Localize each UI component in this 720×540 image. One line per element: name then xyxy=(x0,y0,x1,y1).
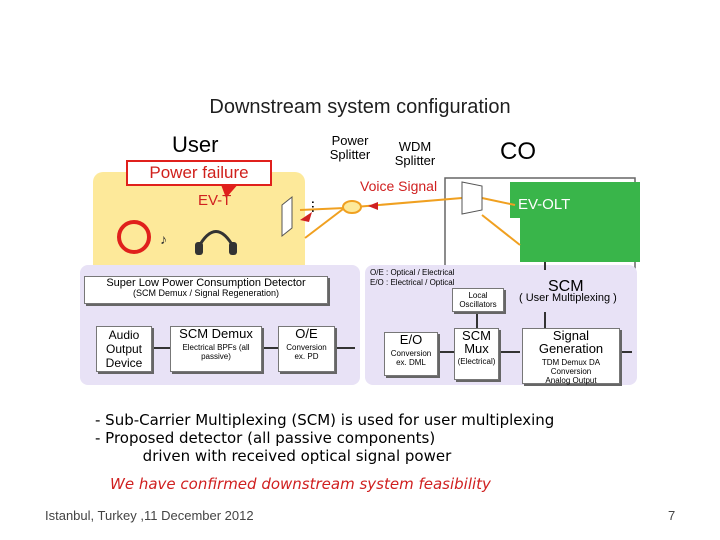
ev-olt-label: EV-OLT xyxy=(518,196,571,213)
fiber-user xyxy=(299,207,346,211)
detector-subtitle: (SCM Demux / Signal Regeneration) xyxy=(132,288,280,298)
page-number: 7 xyxy=(668,508,676,523)
bullet-1: - Sub-Carrier Multiplexing (SCM) is used… xyxy=(95,411,555,429)
callout-arrow-icon xyxy=(220,182,240,198)
audio-output-block: Audio Output Device xyxy=(96,326,152,372)
user-area xyxy=(93,172,305,280)
fiber-drop xyxy=(304,205,348,239)
legend-line-1: O/E : Optical / Electrical xyxy=(370,268,455,277)
scm-demux-block: SCM Demux Electrical BPFs (all passive) xyxy=(170,326,262,372)
footer-text: Istanbul, Turkey ,11 December 2012 xyxy=(45,508,254,523)
ev-t-label: EV-T xyxy=(198,192,232,209)
user-label: User xyxy=(172,132,219,157)
fiber-olt-2 xyxy=(481,214,521,246)
bullet-2: - Proposed detector (all passive compone… xyxy=(95,429,436,447)
legend: O/E : Optical / Electrical E/O : Electri… xyxy=(370,268,454,288)
ev-olt-block xyxy=(510,182,640,262)
conclusion-text: We have confirmed downstream system feas… xyxy=(110,475,491,493)
splitter-node xyxy=(342,200,362,214)
eo-block: E/O Conversion ex. DML xyxy=(384,332,438,376)
off-circle-icon xyxy=(117,220,151,254)
music-note-icon: ♪ xyxy=(160,231,167,247)
power-splitter-label: Power Splitter xyxy=(329,133,371,162)
scm-subtitle: ( User Multiplexing ) xyxy=(519,292,617,304)
diagram-title: Downstream system configuration xyxy=(209,96,511,118)
eo-sub: Conversion ex. DML xyxy=(390,349,432,367)
scm-demux-sub: Electrical BPFs (all passive) xyxy=(182,343,250,361)
local-osc-label: Local Oscillators xyxy=(459,291,497,309)
power-failure-callout: Power failure xyxy=(126,160,272,186)
fiber-olt xyxy=(481,197,516,206)
voice-signal-label: Voice Signal xyxy=(360,178,438,194)
ev-t-device-icon xyxy=(281,195,293,238)
local-osc-block: Local Oscillators xyxy=(452,288,504,312)
detector-title: Super Low Power Consumption Detector xyxy=(106,277,306,289)
audio-output-label: Audio Output Device xyxy=(105,328,143,370)
scm-demux-label: SCM Demux xyxy=(179,326,253,341)
bullet-list: - Sub-Carrier Multiplexing (SCM) is used… xyxy=(95,411,554,465)
legend-line-2: E/O : Electrical / Optical xyxy=(370,278,455,287)
co-label: CO xyxy=(500,138,536,165)
dots-icon: ... xyxy=(308,200,325,213)
bullet-3: driven with received optical signal powe… xyxy=(95,447,452,465)
eo-label: E/O xyxy=(399,332,423,347)
signal-generation-label: Signal Generation xyxy=(538,328,604,356)
scm-title: SCM xyxy=(548,278,584,295)
oe-block: O/E Conversion ex. PD xyxy=(278,326,335,372)
scm-mux-block: SCM Mux (Electrical) xyxy=(454,328,499,380)
oe-label: O/E xyxy=(295,326,318,341)
oe-sub: Conversion ex. PD xyxy=(286,343,327,361)
scm-mux-sub: (Electrical) xyxy=(457,357,496,366)
wdm-splitter-icon xyxy=(461,181,483,215)
signal-generation-sub: TDM Demux DA Conversion Analog Output xyxy=(541,358,601,385)
signal-generation-block: Signal Generation TDM Demux DA Conversio… xyxy=(522,328,620,385)
detector-box: Super Low Power Consumption Detector (SC… xyxy=(84,276,328,304)
scm-mux-label: SCM Mux xyxy=(462,328,491,356)
wdm-splitter-label: WDM Splitter xyxy=(394,139,436,168)
